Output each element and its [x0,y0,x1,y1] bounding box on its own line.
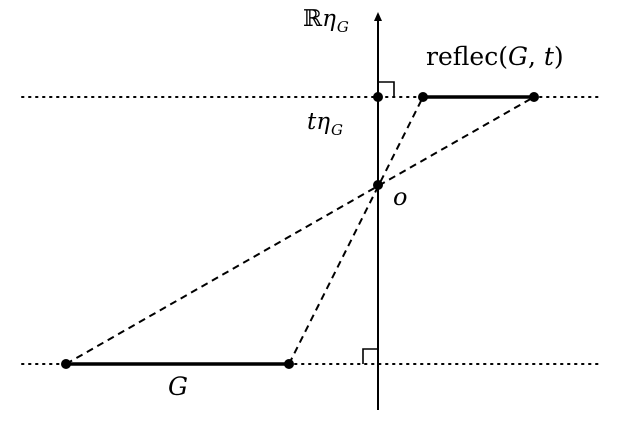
right-angle-marker-bottom [362,348,378,364]
t-sub: G [331,121,344,139]
point-g-left [61,359,71,369]
axis-sub: G [336,18,349,36]
t-var: t [307,109,317,135]
axis-symbol: ℝ [303,6,323,32]
dashed-line-short [288,96,424,365]
point-origin [373,180,383,190]
origin-label: o [393,183,408,211]
t-eta-label: tηG [307,109,343,138]
reflec-comma: , [527,42,544,71]
reflec-name: reflec( [426,42,508,71]
reflec-close: ) [553,42,564,71]
dashed-line-long [65,96,535,365]
point-g-right [284,359,294,369]
axis-label: ℝηG [303,6,349,35]
point-t-eta [373,92,383,102]
axis-eta: η [322,6,336,32]
reflec-t: t [543,42,554,71]
t-eta: η [316,109,331,135]
point-reflec-right [529,92,539,102]
point-reflec-left [418,92,428,102]
right-angle-marker-top [378,81,395,97]
reflec-g: G [507,42,528,71]
reflec-label: reflec(G, t) [426,44,564,69]
segment-g-label: G [168,372,188,401]
